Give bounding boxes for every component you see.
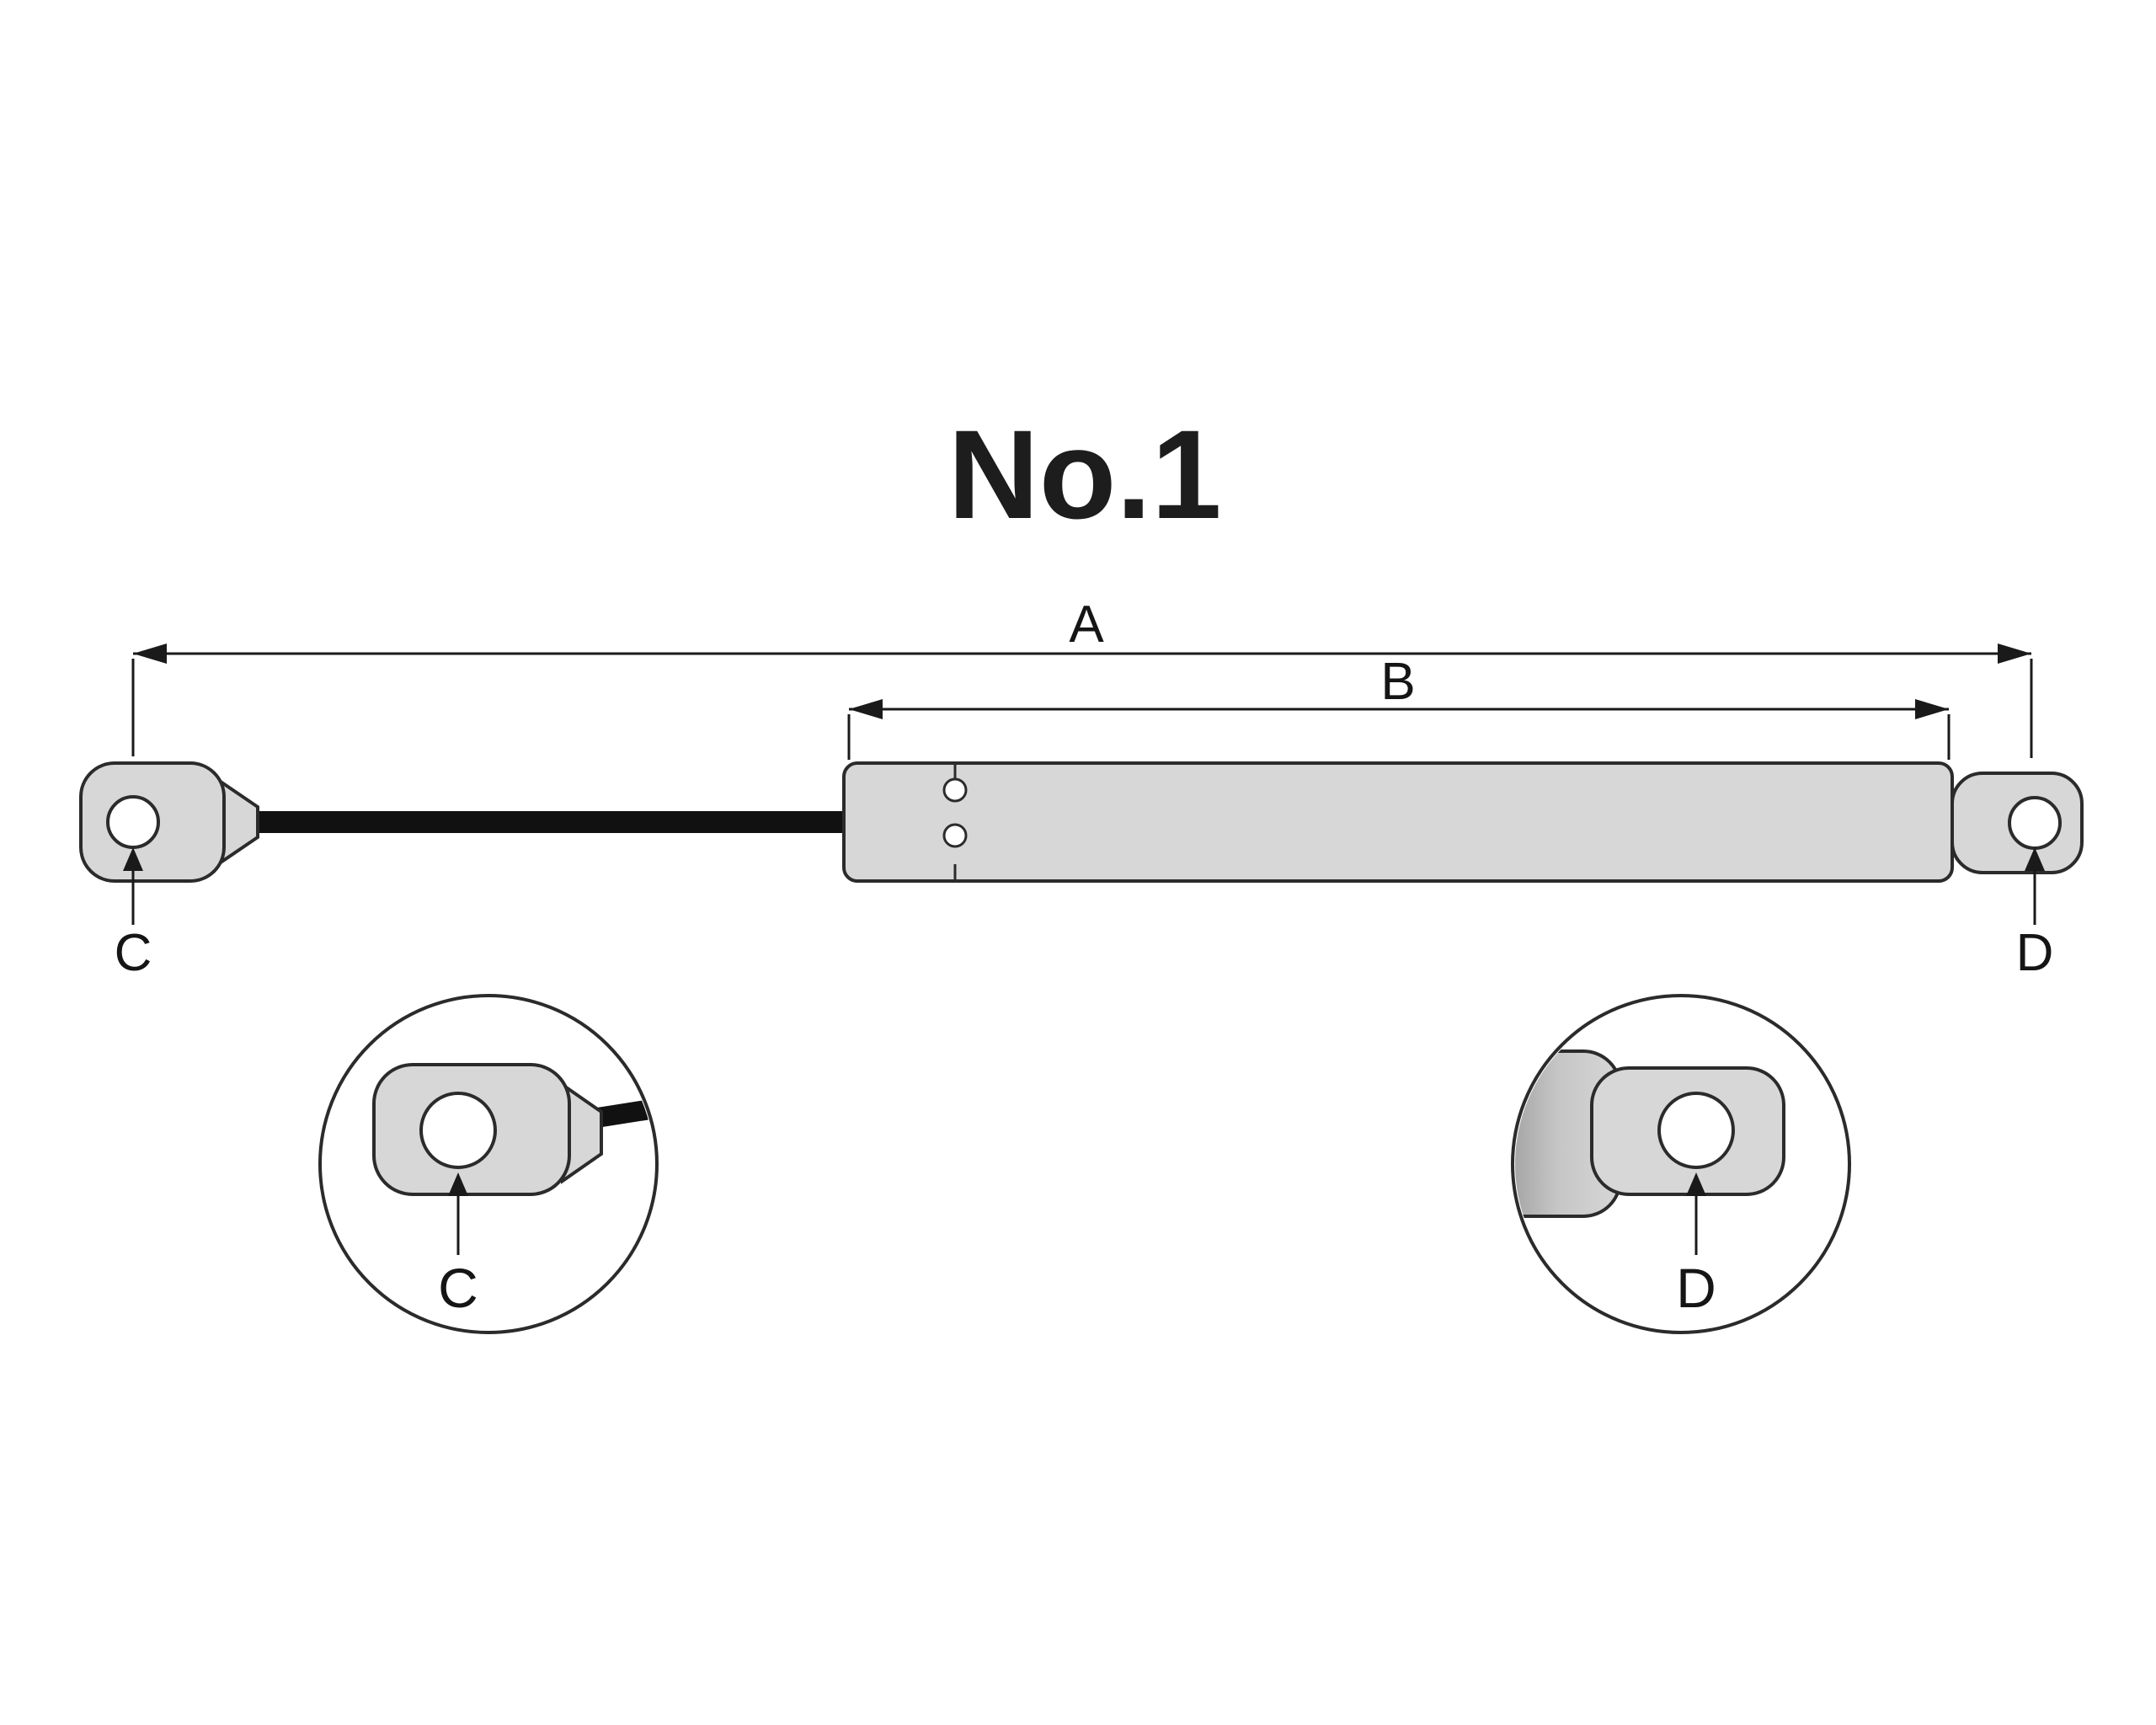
detail-right-label: D xyxy=(1676,1257,1716,1319)
detail-left-eyelet-hole xyxy=(419,1092,497,1169)
dimension-a: A xyxy=(131,595,2033,758)
left-eyelet-hole xyxy=(106,795,160,849)
dimension-b-arrow-right xyxy=(1915,699,1949,719)
detail-view-right: D xyxy=(1511,994,1851,1334)
detail-view-left: C xyxy=(318,994,659,1334)
pointer-d: D xyxy=(2016,847,2054,982)
detail-right-eyelet-hole xyxy=(1657,1092,1735,1169)
right-eyelet-hole xyxy=(2008,796,2062,850)
cylinder-body xyxy=(842,761,1954,883)
dimension-b-arrow-left xyxy=(849,699,883,719)
pointer-c-label: C xyxy=(115,924,152,982)
dimension-b: B xyxy=(847,653,1951,760)
piston-rod xyxy=(243,811,849,833)
gas-spring xyxy=(79,761,2084,883)
detail-left-pointer-arrow xyxy=(448,1172,468,1196)
dimension-a-label: A xyxy=(1069,595,1104,654)
detail-left-label: C xyxy=(438,1257,478,1319)
pointer-d-label: D xyxy=(2016,924,2054,982)
pointer-c: C xyxy=(115,847,152,982)
dimension-b-label: B xyxy=(1380,653,1415,711)
pointer-d-arrow xyxy=(2025,847,2045,871)
dimension-a-arrow-left xyxy=(133,644,167,664)
pointer-c-arrow xyxy=(123,847,143,871)
crimp-hole-upper xyxy=(942,777,968,803)
detail-right-content xyxy=(1515,1049,1785,1218)
detail-right-pointer-arrow xyxy=(1686,1172,1706,1196)
dimension-a-arrow-right xyxy=(1998,644,2031,664)
figure-title: No.1 xyxy=(947,403,1221,545)
crimp-hole-lower xyxy=(942,823,968,848)
